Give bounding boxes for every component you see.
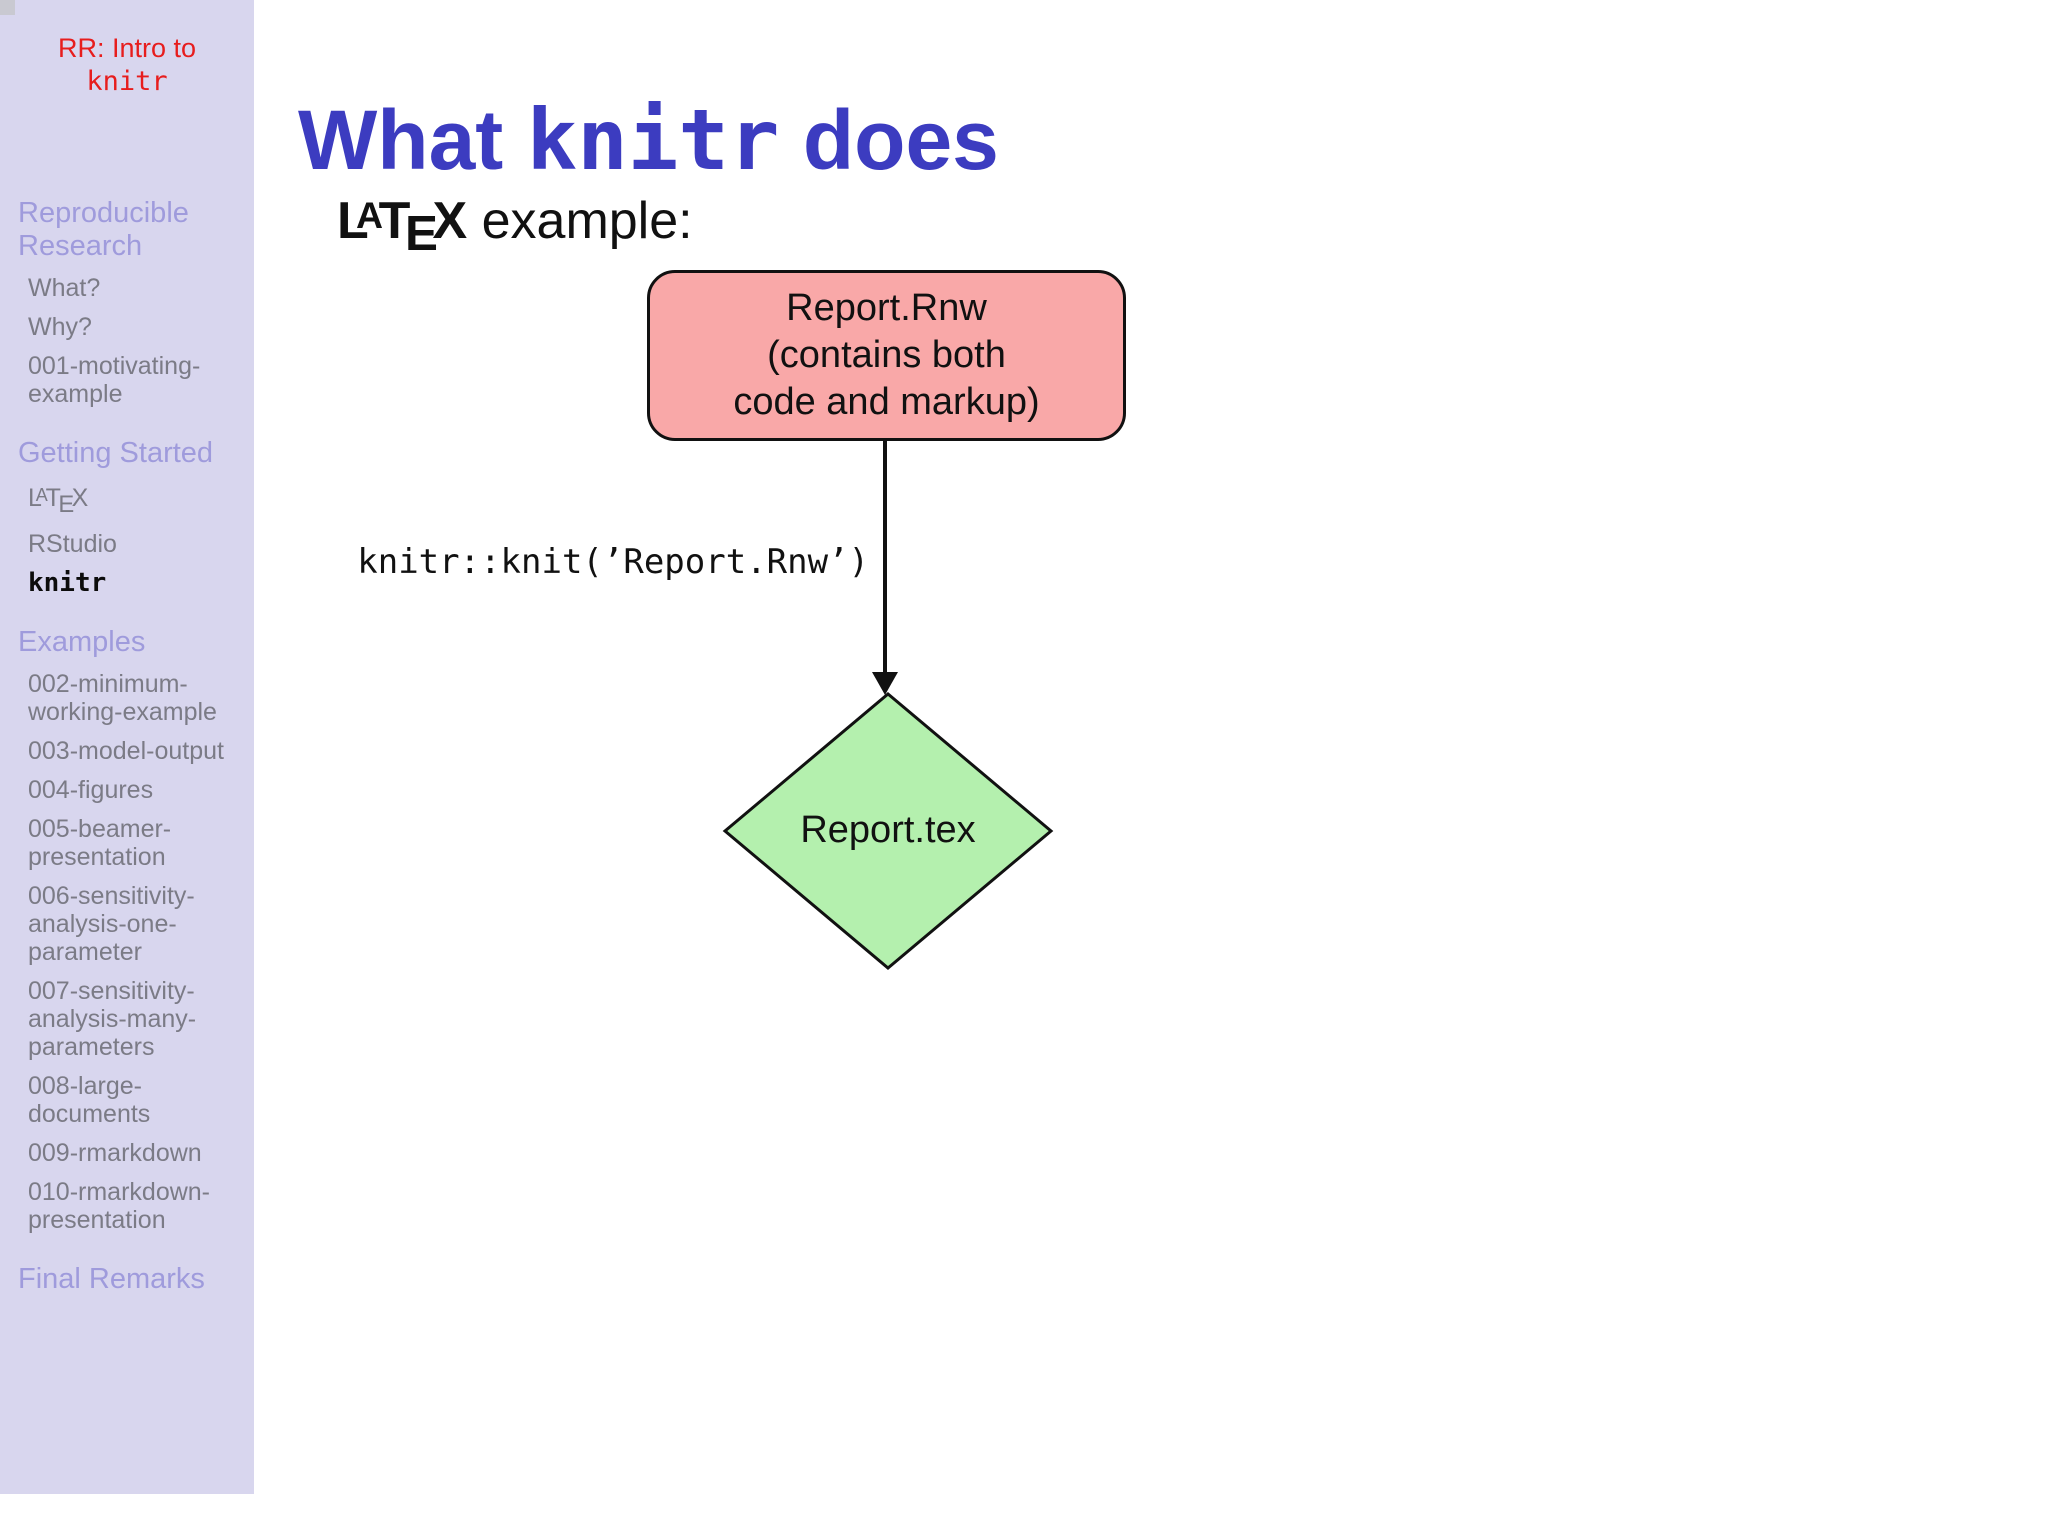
sidebar-section-reproducible-research[interactable]: Reproducible Research [18, 197, 189, 262]
sidebar-item-008-large-documents[interactable]: 008-large-documents [28, 1071, 151, 1128]
sidebar-section-getting-started[interactable]: Getting Started [18, 437, 214, 469]
subtitle-text: example: [467, 192, 693, 250]
knit-arrow-head-icon [872, 672, 898, 695]
sidebar-item-002-minimum-working-example[interactable]: 002-minimum-working-example [28, 669, 217, 726]
knit-arrow-line [883, 441, 887, 674]
presentation-title-line2: knitr [86, 66, 168, 97]
sidebar-section-examples[interactable]: Examples [18, 625, 146, 658]
latex-example-subtitle: LATEX example: [337, 192, 693, 263]
sidebar-item-rstudio[interactable]: RStudio [28, 529, 117, 558]
sidebar-item-001-motivating-example[interactable]: 001-motivating-example [28, 352, 201, 408]
sidebar-item-005-beamer-presentation[interactable]: 005-beamer-presentation [28, 814, 172, 871]
sidebar-item-007-sensitivity-analysis-many-parameters[interactable]: 007-sensitivity-analysis-many-parameters [28, 976, 197, 1061]
report-tex-label: Report.tex [800, 809, 976, 851]
sidebar-section-final-remarks[interactable]: Final Remarks [18, 1262, 205, 1295]
slide-title-prefix: What [298, 93, 527, 188]
report-rnw-node: Report.Rnw (contains both code and marku… [647, 270, 1126, 441]
slide-title-knitr: knitr [526, 91, 780, 190]
sidebar-item-why[interactable]: Why? [28, 313, 92, 341]
report-tex-node [722, 692, 1054, 970]
sidebar-item-003-model-output[interactable]: 003-model-output [28, 736, 224, 765]
sidebar-item-010-rmarkdown-presentation[interactable]: 010-rmarkdown-presentation [28, 1177, 211, 1234]
presentation-title-line1: RR: Intro to [57, 33, 197, 63]
report-rnw-line3: code and markup) [733, 381, 1040, 423]
presentation-title: RR: Intro to knitr [0, 0, 254, 98]
knit-command-label: knitr::knit(’Report.Rnw’) [357, 542, 869, 582]
report-rnw-line2: (contains both [767, 334, 1006, 376]
sidebar-item-004-figures[interactable]: 004-figures [28, 775, 154, 804]
slide-title-suffix: does [779, 93, 999, 188]
sidebar-item-009-rmarkdown[interactable]: 009-rmarkdown [28, 1138, 202, 1167]
window-corner-artifact [0, 0, 15, 15]
beamer-sidebar: RR: Intro to knitr Reproducible Research… [0, 0, 254, 1494]
sidebar-item-latex[interactable]: LATEX [28, 484, 89, 518]
sidebar-item-what[interactable]: What? [28, 274, 101, 302]
sidebar-item-knitr[interactable]: knitr [28, 567, 107, 598]
slide-title: What knitr does [298, 94, 999, 186]
report-rnw-line1: Report.Rnw [786, 287, 987, 329]
sidebar-item-006-sensitivity-analysis-one-parameter[interactable]: 006-sensitivity-analysis-one-parameter [28, 881, 195, 966]
diamond-shape [722, 692, 1054, 970]
latex-logo: LATEX [337, 192, 468, 261]
